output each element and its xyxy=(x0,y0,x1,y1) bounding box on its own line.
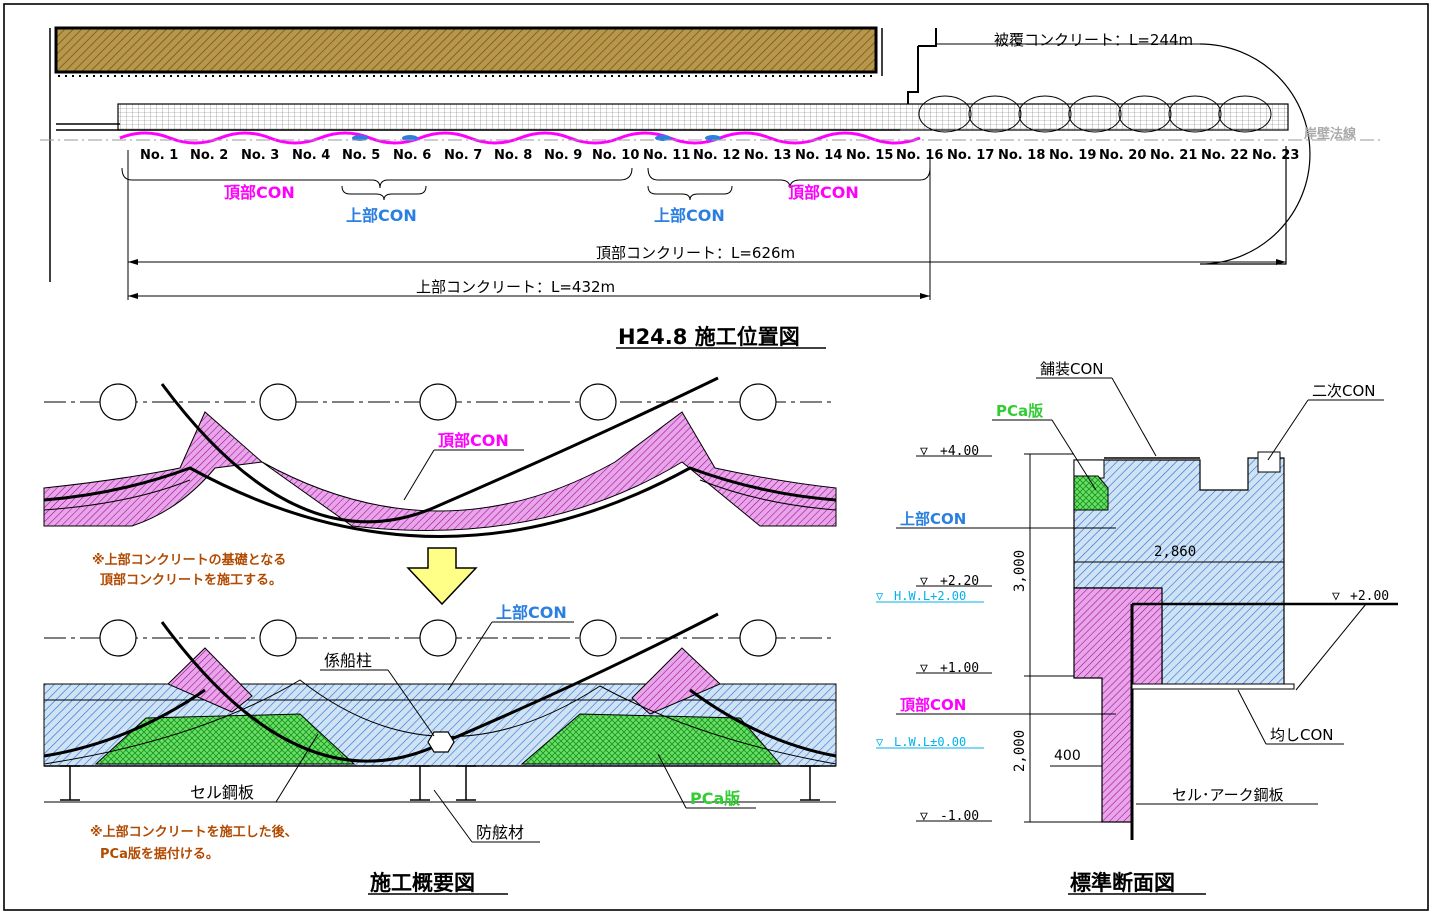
quay-line-label: 岸壁法線 xyxy=(1304,126,1357,142)
lv-m100: -1.00 xyxy=(940,809,979,824)
note2-line2: PCa版を据付ける。 xyxy=(100,846,219,862)
section-view: ▽+4.00 ▽+2.20 ▽+1.00 ▽-1.00 ▽+2.00 ▽H.W.… xyxy=(876,360,1398,895)
svg-text:▽: ▽ xyxy=(1332,589,1340,604)
overview-upper-con: 上部CON xyxy=(496,603,567,622)
overview-top-con: 頂部CON xyxy=(438,431,509,450)
cell-label: No. 10 xyxy=(592,148,639,163)
dim-2860: 2,860 xyxy=(1154,544,1196,560)
upper-concrete-length: 上部コンクリート：L=432m xyxy=(416,278,615,296)
plan-view: No. 1 No. 2 No. 3 No. 4 No. 5 No. 6 No. 7 No. 8… xyxy=(40,26,1380,349)
cover-cells xyxy=(918,95,1272,133)
leveling-label: 均しCON xyxy=(1270,726,1334,744)
cell-label: No. 7 xyxy=(444,148,482,163)
plan-upper-con-right: 上部CON xyxy=(654,206,725,225)
paving-label: 舗装CON xyxy=(1040,360,1104,378)
lwl-label: L.W.L±0.00 xyxy=(894,735,966,749)
bollard-icon xyxy=(427,731,455,753)
section-top-con xyxy=(1073,587,1163,823)
cell-label: No. 14 xyxy=(795,148,842,163)
cell-label: No. 21 xyxy=(1150,148,1197,163)
cell-label: No. 19 xyxy=(1049,148,1096,163)
section-title: 標準断面図 xyxy=(1070,871,1175,895)
overview-top: 頂部CON xyxy=(43,376,837,538)
cell-label: No. 20 xyxy=(1099,148,1146,163)
cell-label: No. 4 xyxy=(292,148,330,163)
plan-top-con-right: 頂部CON xyxy=(788,183,859,202)
cell-label: No. 5 xyxy=(342,148,380,163)
top-con-band-1 xyxy=(43,411,837,531)
backfill-area xyxy=(54,26,878,74)
hwl-label: H.W.L+2.00 xyxy=(894,589,966,603)
pca-label: PCa版 xyxy=(690,789,740,808)
dim-400: 400 xyxy=(1054,748,1081,764)
svg-text:▽: ▽ xyxy=(876,589,884,603)
cell-label: No. 18 xyxy=(998,148,1045,163)
cell-label: No. 6 xyxy=(393,148,431,163)
svg-text:▽: ▽ xyxy=(920,574,928,589)
section-top-con-label: 頂部CON xyxy=(900,696,966,714)
section-pca-label: PCa版 xyxy=(996,402,1043,420)
lv-p100: +1.00 xyxy=(940,661,979,676)
top-concrete-length: 頂部コンクリート：L=626m xyxy=(596,244,795,262)
svg-text:▽: ▽ xyxy=(920,809,928,824)
svg-text:▽: ▽ xyxy=(920,444,928,459)
section-pca xyxy=(1073,475,1109,511)
top-con-wave xyxy=(119,131,921,145)
cell-label: No. 8 xyxy=(494,148,532,163)
note1-line1: ※上部コンクリートの基礎となる xyxy=(92,552,286,568)
cell-label: No. 3 xyxy=(241,148,279,163)
lv-p400: +4.00 xyxy=(940,444,979,459)
frame xyxy=(3,3,1429,911)
note2-line1: ※上部コンクリートを施工した後、 xyxy=(90,824,298,840)
down-arrow-icon xyxy=(406,547,478,606)
pca-left xyxy=(94,713,356,765)
cell-label: No. 22 xyxy=(1201,148,1248,163)
cell-label: No. 1 xyxy=(140,148,178,163)
cell-label: No. 9 xyxy=(544,148,582,163)
cell-label: No. 16 xyxy=(896,148,943,163)
cell-label: No. 23 xyxy=(1252,148,1299,163)
cell-label: No. 2 xyxy=(190,148,228,163)
overview-title: 施工概要図 xyxy=(370,871,475,895)
cell-label: No. 15 xyxy=(846,148,893,163)
dim-2000: 2,000 xyxy=(1012,730,1028,772)
cell-arc-label: セル･アーク鋼板 xyxy=(1172,786,1284,804)
cell-label: No. 17 xyxy=(947,148,994,163)
cell-label: No. 11 xyxy=(643,148,690,163)
svg-text:▽: ▽ xyxy=(876,735,884,749)
note1-line2: 頂部コンクリートを施工する。 xyxy=(100,572,282,588)
overview-bottom: 上部CON 係船柱 セル鋼板 PCa版 防舷材 xyxy=(43,603,837,843)
dim-3000: 3,000 xyxy=(1012,550,1028,592)
cover-concrete-label: 被覆コンクリート：L=244m xyxy=(994,31,1193,49)
secondary-label: 二次CON xyxy=(1312,382,1376,400)
lv-p220: +2.20 xyxy=(940,574,979,589)
fender-label: 防舷材 xyxy=(476,823,524,842)
lv-p200: +2.00 xyxy=(1350,589,1389,604)
svg-text:▽: ▽ xyxy=(920,661,928,676)
pca-right xyxy=(520,713,782,765)
plan-top-con-left: 頂部CON xyxy=(224,183,295,202)
section-upper-con-label: 上部CON xyxy=(900,510,966,528)
cell-plate-label: セル鋼板 xyxy=(190,783,254,802)
plan-title: H24.8 施工位置図 xyxy=(618,325,800,349)
cell-label: No. 13 xyxy=(744,148,791,163)
cell-label: No. 12 xyxy=(693,148,740,163)
bollard-label: 係船柱 xyxy=(324,651,372,670)
plan-upper-con-left: 上部CON xyxy=(346,206,417,225)
